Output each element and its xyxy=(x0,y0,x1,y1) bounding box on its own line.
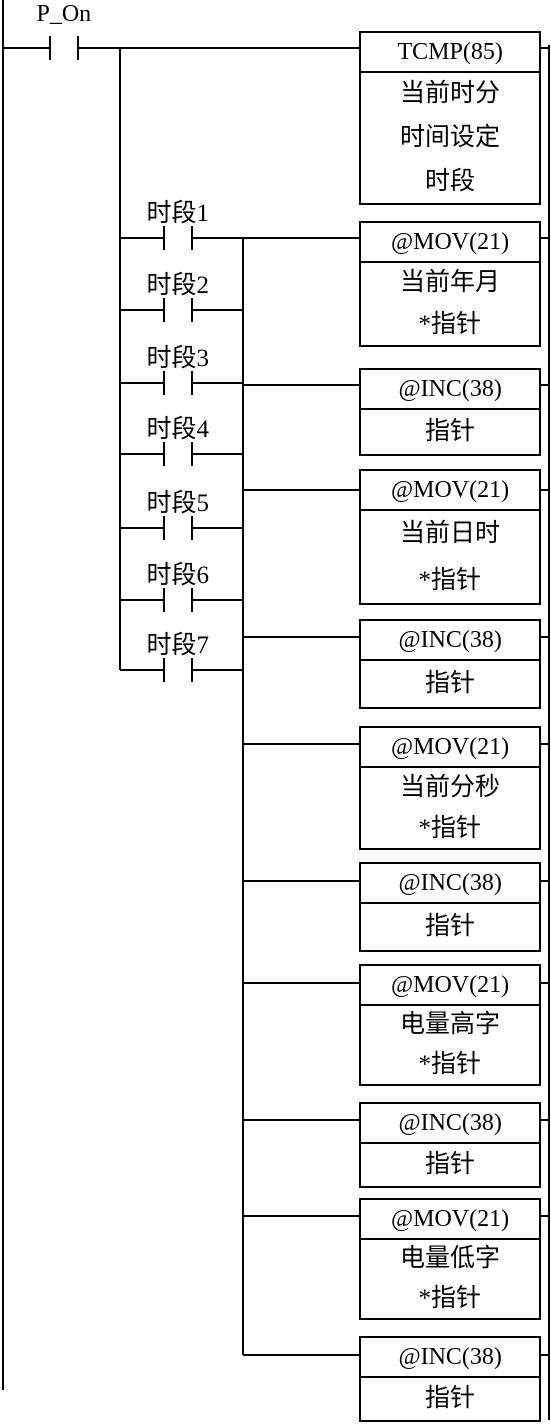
instruction-operand-4-2: *指针 xyxy=(418,566,482,594)
instruction-block-11 xyxy=(359,1336,541,1422)
instruction-operand-3-1: 指针 xyxy=(425,418,476,445)
instruction-opcode-5: @INC(38) xyxy=(398,627,502,653)
instruction-block-2 xyxy=(359,221,541,347)
instruction-operand-10-2: *指针 xyxy=(418,1285,482,1312)
p-on-label: P_On xyxy=(36,1,92,27)
instruction-block-9 xyxy=(359,1102,541,1188)
instruction-opcode-4: @MOV(21) xyxy=(391,477,510,503)
instruction-operand-4-1: 当前日时 xyxy=(400,519,501,547)
instruction-opcode-9: @INC(38) xyxy=(398,1110,502,1136)
instruction-opcode-10: @MOV(21) xyxy=(391,1206,510,1232)
instruction-operand-1-1: 当前时分 xyxy=(400,80,501,107)
contact-label-1: 时段1 xyxy=(146,200,210,227)
instruction-operand-6-1: 当前分秒 xyxy=(400,773,501,801)
instruction-opcode-6: @MOV(21) xyxy=(391,734,510,760)
contact-label-4: 时段4 xyxy=(146,416,210,443)
instruction-operand-8-2: *指针 xyxy=(418,1051,482,1078)
instruction-opcode-2: @MOV(21) xyxy=(391,229,510,255)
instruction-block-6 xyxy=(359,726,541,850)
contact-label-3: 时段3 xyxy=(146,345,210,372)
instruction-operand-5-1: 指针 xyxy=(425,670,476,697)
instruction-operand-10-1: 电量低字 xyxy=(400,1245,501,1272)
instruction-block-8 xyxy=(359,964,541,1086)
instruction-operand-2-1: 当前年月 xyxy=(400,269,501,296)
instruction-operand-7-1: 指针 xyxy=(425,913,476,940)
instruction-opcode-1: TCMP(85) xyxy=(397,39,503,65)
instruction-block-1 xyxy=(359,31,541,205)
contact-label-2: 时段2 xyxy=(146,272,210,299)
instruction-block-3 xyxy=(359,368,541,456)
instruction-opcode-8: @MOV(21) xyxy=(391,972,510,998)
instruction-operand-1-2: 时间设定 xyxy=(400,124,501,151)
instruction-operand-9-1: 指针 xyxy=(425,1151,476,1178)
instruction-block-10 xyxy=(359,1198,541,1320)
instruction-opcode-7: @INC(38) xyxy=(398,870,502,896)
instruction-block-7 xyxy=(359,862,541,952)
contact-label-5: 时段5 xyxy=(146,490,210,517)
instruction-operand-1-3: 时段 xyxy=(425,168,476,195)
contact-label-6: 时段6 xyxy=(146,562,210,589)
instruction-operand-11-1: 指针 xyxy=(425,1385,476,1412)
instruction-block-5 xyxy=(359,619,541,709)
instruction-block-4 xyxy=(359,469,541,605)
instruction-operand-2-2: *指针 xyxy=(418,311,482,338)
instruction-opcode-3: @INC(38) xyxy=(398,376,502,402)
instruction-opcode-11: @INC(38) xyxy=(398,1344,502,1370)
instruction-operand-8-1: 电量高字 xyxy=(400,1011,501,1038)
instruction-operand-6-2: *指针 xyxy=(418,814,482,842)
contact-label-7: 时段7 xyxy=(146,632,210,659)
